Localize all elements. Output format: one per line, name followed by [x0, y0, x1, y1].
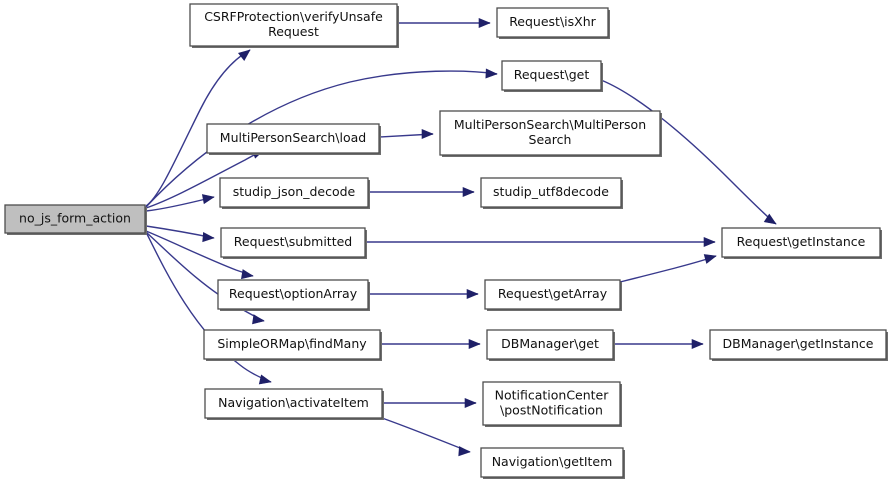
edge-arrowhead: [421, 128, 434, 140]
edge-line: [619, 255, 717, 283]
node-rect[interactable]: [189, 3, 398, 47]
node-rect[interactable]: [219, 177, 369, 208]
node-label: \postNotification: [500, 403, 603, 418]
graph-node-request_isxhr[interactable]: Request\isXhr: [496, 7, 610, 39]
graph-node-dbmanager_get[interactable]: DBManager\get: [486, 329, 615, 361]
node-rect[interactable]: [204, 388, 383, 419]
nodes-layer: no_js_form_action CSRFProtection\verifyUn…: [4, 3, 888, 479]
graph-node-request_getinstance[interactable]: Request\getInstance: [721, 227, 882, 259]
node-rect[interactable]: [482, 381, 621, 426]
call-edge-request_optionarray-to-request_getarray: [368, 288, 479, 300]
node-rect[interactable]: [496, 7, 609, 38]
node-rect[interactable]: [4, 204, 146, 234]
graph-node-studip_utf8decode[interactable]: studip_utf8decode: [480, 177, 623, 209]
call-edge-no_js_form_action-to-studip_json_decode: [145, 194, 215, 212]
graph-node-mps_ctor[interactable]: MultiPersonSearch\MultiPersonSearch: [439, 110, 662, 157]
node-label: Request\getInstance: [737, 234, 866, 249]
node-rect[interactable]: [206, 123, 380, 154]
graph-node-request_get[interactable]: Request\get: [501, 60, 603, 92]
node-rect[interactable]: [484, 279, 621, 310]
node-label: MultiPersonSearch\MultiPerson: [454, 117, 646, 132]
call-edge-simpleormap_findmany-to-dbmanager_get: [380, 338, 481, 350]
node-label: studip_utf8decode: [493, 184, 609, 199]
call-edge-csrf_verify-to-request_isxhr: [397, 17, 491, 29]
call-edge-request_getarray-to-request_getinstance: [619, 254, 717, 283]
graph-node-request_submitted[interactable]: Request\submitted: [220, 227, 367, 259]
graph-node-no_js_form_action[interactable]: no_js_form_action: [4, 204, 147, 235]
graph-node-navigation_activateitem[interactable]: Navigation\activateItem: [204, 388, 384, 420]
edge-line: [145, 49, 251, 207]
node-label: Request\getArray: [498, 286, 608, 301]
node-label: Navigation\getItem: [492, 454, 613, 469]
node-rect[interactable]: [709, 329, 887, 360]
node-label: Request\optionArray: [229, 286, 358, 301]
edge-line: [145, 70, 498, 208]
call-edge-navigation_activateitem-to-navigation_getitem: [381, 417, 471, 457]
edge-arrowhead: [485, 68, 498, 79]
node-label: Navigation\activateItem: [218, 395, 369, 410]
edge-arrowhead: [252, 314, 265, 325]
edge-line: [381, 417, 471, 453]
call-edge-mps_load-to-mps_ctor: [378, 128, 434, 140]
node-rect[interactable]: [501, 60, 602, 91]
call-edge-dbmanager_get-to-dbmanager_getinstance: [613, 338, 704, 350]
node-label: SimpleORMap\findMany: [217, 336, 367, 351]
call-edge-request_get-to-request_getinstance: [600, 79, 777, 225]
edge-arrowhead: [478, 17, 491, 29]
call-edge-no_js_form_action-to-csrf_verify: [145, 49, 251, 207]
node-label: MultiPersonSearch\load: [220, 130, 366, 145]
edge-line: [600, 79, 777, 225]
node-rect[interactable]: [480, 447, 624, 478]
node-label: DBManager\get: [501, 336, 599, 351]
call-edge-navigation_activateitem-to-notificationcenter_post: [382, 397, 477, 409]
graph-node-simpleormap_findmany[interactable]: SimpleORMap\findMany: [203, 329, 382, 361]
call-edge-no_js_form_action-to-request_submitted: [145, 225, 215, 243]
edge-arrowhead: [464, 397, 477, 409]
node-label: Request\submitted: [234, 234, 352, 249]
edge-arrowhead: [258, 374, 272, 385]
edge-arrowhead: [462, 186, 475, 198]
edge-arrowhead: [703, 254, 717, 264]
node-rect[interactable]: [721, 227, 881, 258]
edge-arrowhead: [201, 194, 215, 205]
node-label: studip_json_decode: [233, 184, 356, 199]
graph-node-dbmanager_getinstance[interactable]: DBManager\getInstance: [709, 329, 888, 361]
graph-node-mps_load[interactable]: MultiPersonSearch\load: [206, 123, 381, 155]
edge-arrowhead: [458, 446, 471, 457]
edge-arrowhead: [238, 49, 251, 61]
graph-node-studip_json_decode[interactable]: studip_json_decode: [219, 177, 370, 209]
call-edge-no_js_form_action-to-request_get: [145, 68, 498, 208]
node-label: DBManager\getInstance: [723, 336, 874, 351]
node-label: no_js_form_action: [19, 211, 131, 226]
node-label: Request\get: [514, 67, 590, 82]
call-edge-studip_json_decode-to-studip_utf8decode: [368, 186, 475, 198]
edge-arrowhead: [468, 338, 481, 350]
graph-node-navigation_getitem[interactable]: Navigation\getItem: [480, 447, 625, 479]
node-label: CSRFProtection\verifyUnsafe: [204, 9, 383, 24]
graph-node-notificationcenter_post[interactable]: NotificationCenter\postNotification: [482, 381, 622, 427]
node-label: Request: [268, 24, 319, 39]
edge-arrowhead: [763, 213, 777, 225]
node-label: NotificationCenter: [495, 388, 610, 403]
node-rect[interactable]: [480, 177, 622, 208]
node-rect[interactable]: [220, 227, 366, 258]
edge-arrowhead: [202, 232, 215, 243]
node-rect[interactable]: [217, 279, 369, 310]
edge-arrowhead: [703, 236, 716, 248]
graph-node-request_getarray[interactable]: Request\getArray: [484, 279, 622, 311]
call-edge-request_submitted-to-request_getinstance: [365, 236, 716, 248]
edge-arrowhead: [241, 269, 254, 280]
node-label: Request\isXhr: [509, 14, 596, 29]
node-rect[interactable]: [486, 329, 614, 360]
graph-node-request_optionarray[interactable]: Request\optionArray: [217, 279, 370, 311]
node-label: Search: [529, 132, 572, 147]
edge-arrowhead: [466, 288, 479, 300]
call-edge-no_js_form_action-to-request_optionarray: [145, 230, 254, 280]
node-rect[interactable]: [203, 329, 381, 360]
node-rect[interactable]: [439, 110, 661, 156]
edge-arrowhead: [691, 338, 704, 350]
